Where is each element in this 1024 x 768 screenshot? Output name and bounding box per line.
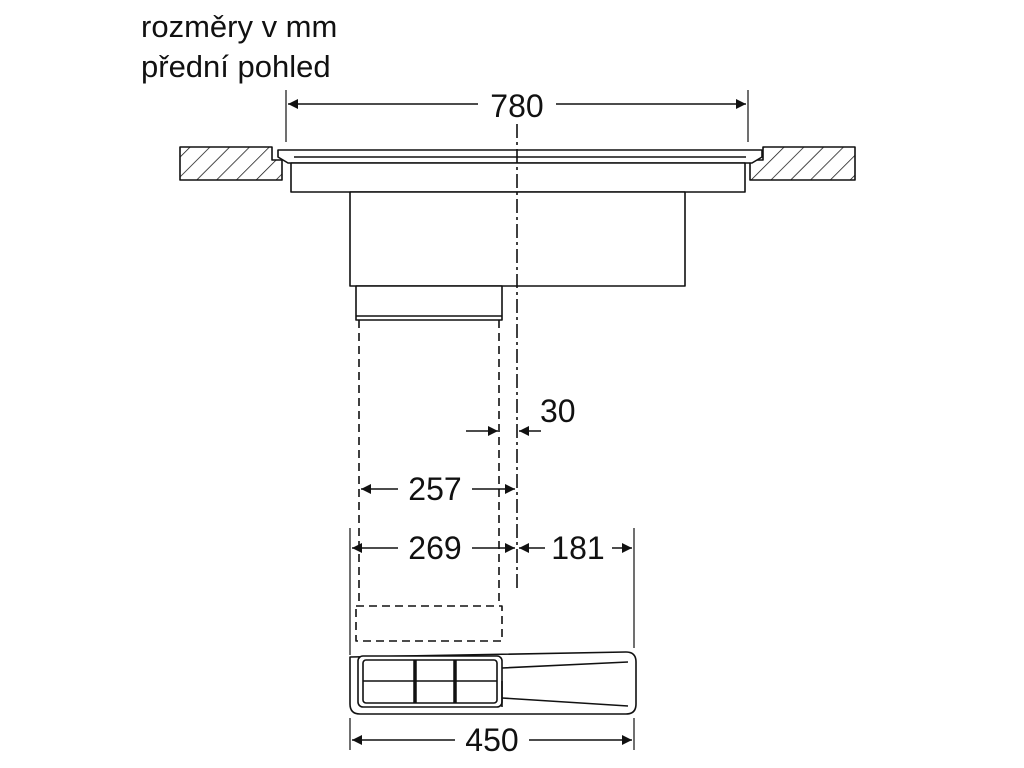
duct-dashed bbox=[355, 320, 503, 642]
cooktop-frame bbox=[290, 162, 746, 193]
dim-label-257: 257 bbox=[408, 471, 461, 507]
header-line-view: přední pohled bbox=[141, 49, 331, 84]
extension-lines bbox=[285, 90, 749, 750]
cooktop-glass bbox=[277, 149, 763, 164]
fan-unit bbox=[349, 651, 637, 715]
worktop-right bbox=[749, 146, 856, 181]
dim-label-181: 181 bbox=[551, 530, 604, 566]
dim-label-780: 780 bbox=[490, 88, 543, 124]
dimension-lines bbox=[288, 99, 746, 745]
dim-label-30: 30 bbox=[540, 393, 576, 429]
dim-label-450: 450 bbox=[465, 722, 518, 758]
duct-connector bbox=[355, 285, 503, 321]
dim-label-269: 269 bbox=[408, 530, 461, 566]
header-line-units: rozměry v mm bbox=[141, 9, 338, 44]
worktop-left bbox=[179, 146, 283, 181]
